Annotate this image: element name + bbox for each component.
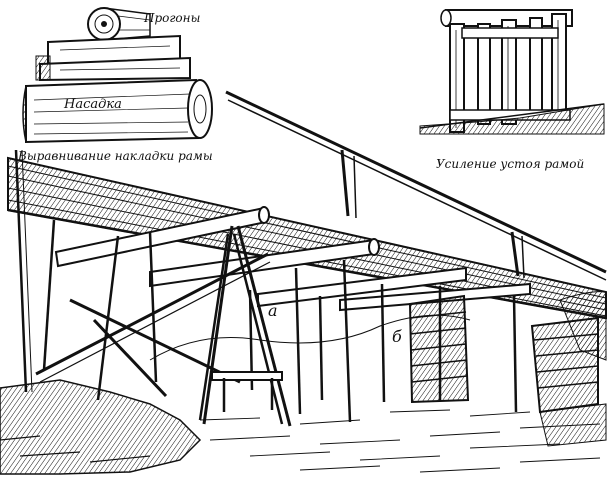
piles	[14, 149, 518, 425]
caption-left-inset: Выравнивание накладки рамы	[17, 149, 213, 163]
crib-b	[408, 294, 470, 404]
water	[199, 409, 601, 473]
caption-right-inset: Усиление устоя рамой	[436, 157, 584, 171]
cap-log	[22, 78, 213, 144]
trestle-a	[202, 225, 292, 427]
top-log	[87, 7, 151, 41]
marker-b: б	[392, 327, 402, 346]
bank-left	[0, 379, 202, 475]
far-bank	[149, 291, 607, 447]
main-bridge	[0, 90, 607, 475]
cross-caps	[54, 206, 531, 312]
frame-posts	[449, 13, 567, 133]
marker-a: а	[268, 301, 278, 320]
handrail	[225, 90, 607, 281]
label-progon: Прогоны	[143, 11, 200, 25]
shim-blocks	[35, 34, 191, 82]
inset-right: Усиление устоя рамой	[419, 9, 605, 171]
inset-left: Прогоны Насадка Выравнивание накладки ра…	[17, 7, 213, 163]
label-nasadka: Насадка	[63, 97, 122, 112]
